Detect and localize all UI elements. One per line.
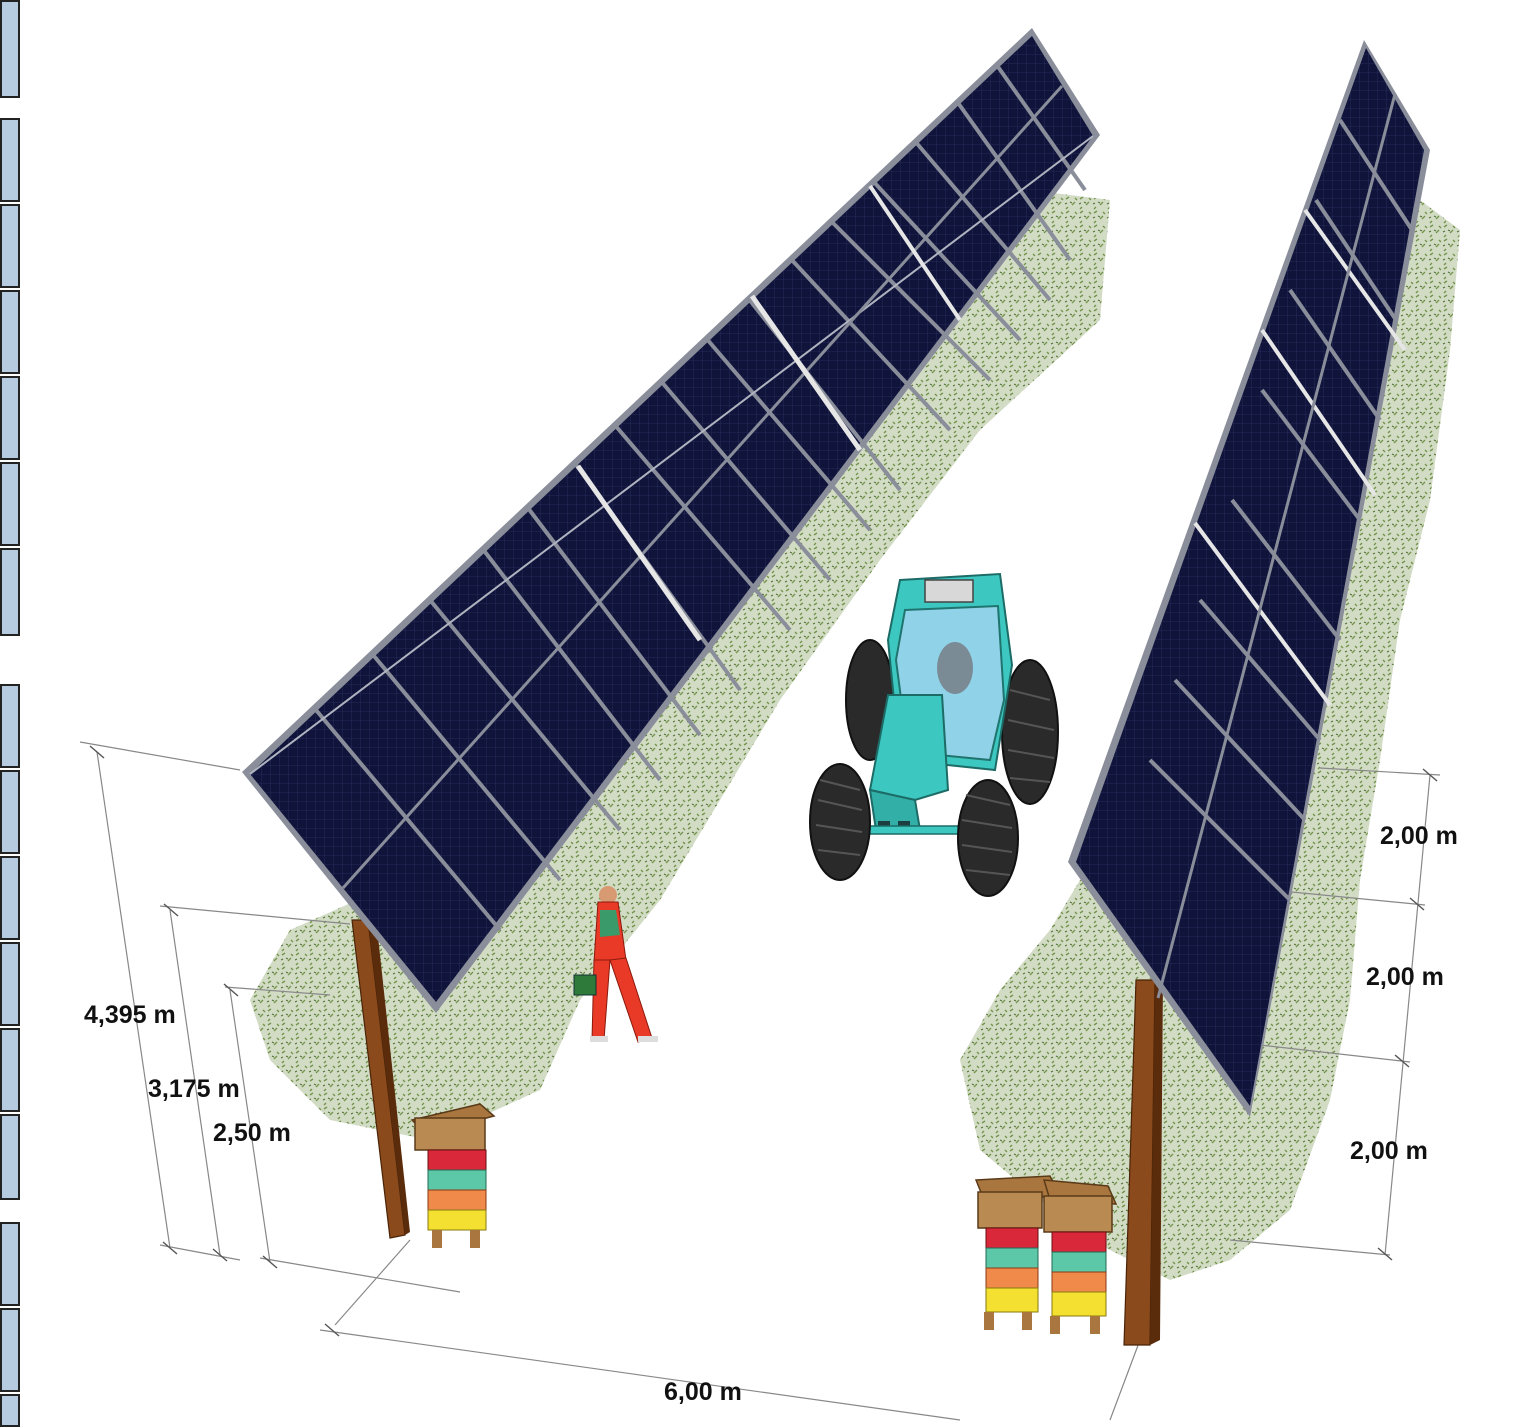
border-cell <box>0 684 20 768</box>
dimension-label-total-height: 4,395 m <box>84 1001 176 1029</box>
solar-panel-row-left <box>242 28 1100 1239</box>
border-cell <box>0 770 20 854</box>
border-cell <box>0 118 20 202</box>
border-cell <box>0 1028 20 1112</box>
beekeeper-worker <box>573 886 658 1043</box>
dimension-label-module-2: 2,00 m <box>1366 963 1444 991</box>
border-cell <box>0 462 20 546</box>
border-cell <box>0 1222 20 1306</box>
solar-panel-row-right <box>1068 40 1430 1346</box>
dimension-label-clearance-height: 2,50 m <box>213 1119 291 1147</box>
border-cell <box>0 1308 20 1392</box>
border-cell <box>0 204 20 288</box>
border-cell <box>0 376 20 460</box>
border-cell <box>0 942 20 1026</box>
beehive-right-2 <box>1042 1179 1118 1334</box>
tree-row-right <box>960 200 1460 1280</box>
beehive-left <box>410 1103 496 1248</box>
border-cell <box>0 548 20 636</box>
tractor <box>809 572 1059 897</box>
dimension-lines <box>79 741 1441 1421</box>
border-cell <box>0 1114 20 1200</box>
dimension-label-module-1: 2,00 m <box>1380 822 1458 850</box>
border-cell <box>0 1394 20 1427</box>
dimension-ticks <box>89 745 1438 1337</box>
sheet-border-strip <box>0 0 36 1427</box>
border-cell <box>0 856 20 940</box>
border-cell <box>0 0 20 98</box>
dimension-label-module-3: 2,00 m <box>1350 1137 1428 1165</box>
border-cell <box>0 290 20 374</box>
beehive-right-1 <box>974 1175 1062 1330</box>
dimension-label-mid-height: 3,175 m <box>148 1075 240 1103</box>
dimension-label-row-spacing: 6,00 m <box>664 1378 742 1406</box>
